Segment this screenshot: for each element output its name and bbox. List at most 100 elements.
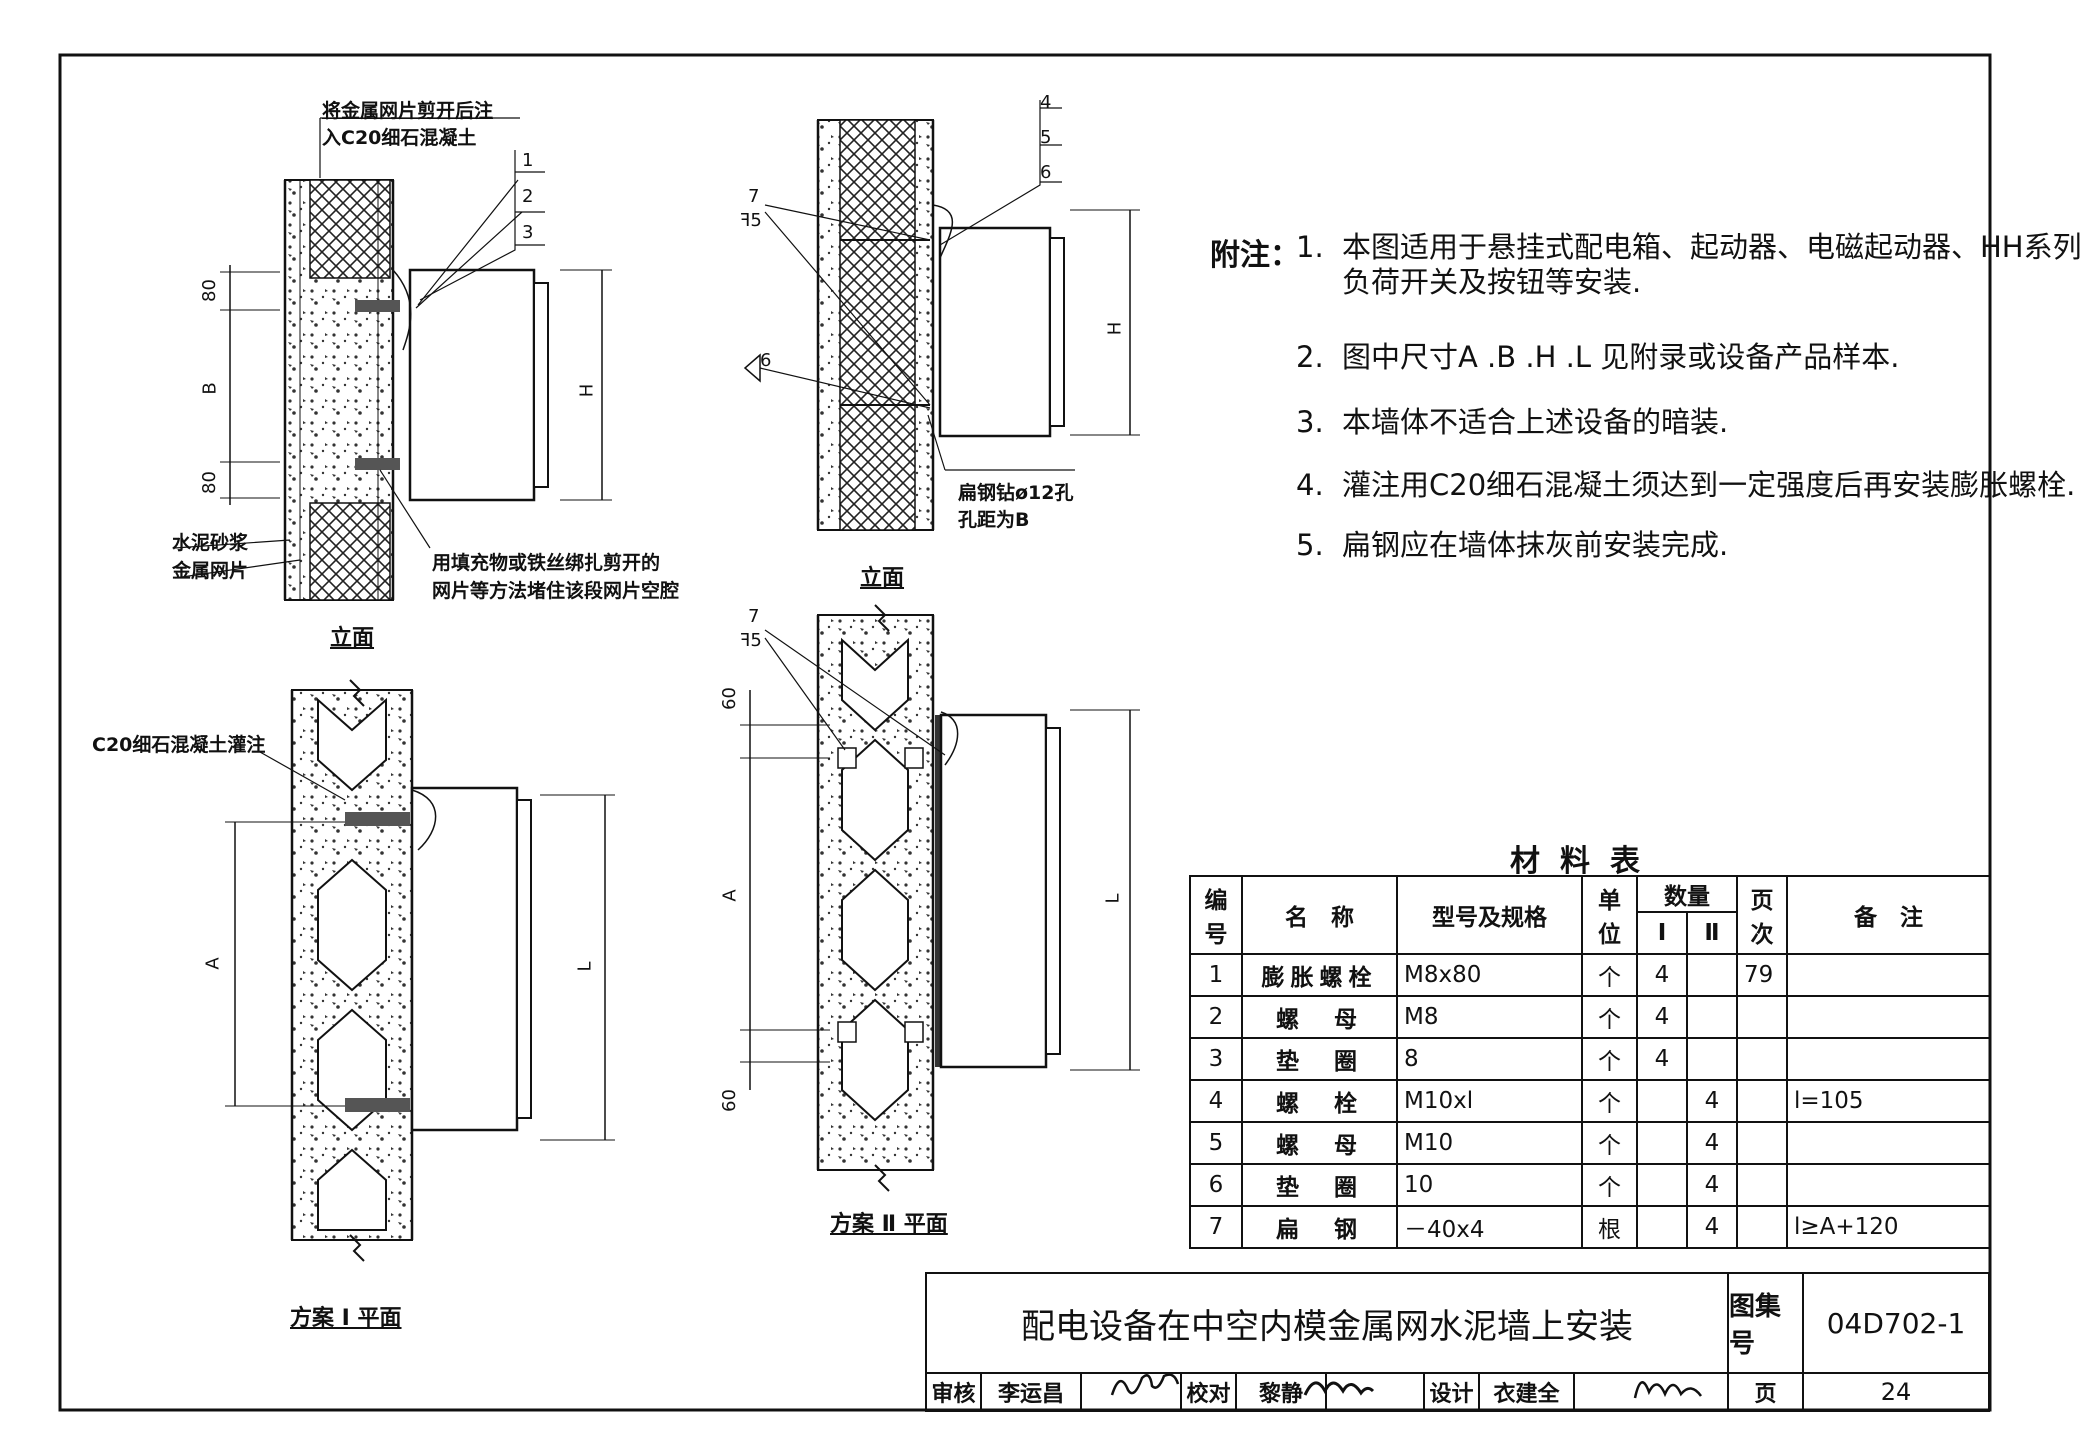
elevation-2-caption: 立面 [860, 566, 905, 591]
material-remark-cell [1786, 953, 1991, 997]
material-name-cell: 螺 母 [1241, 1121, 1398, 1165]
plan-2-dim-a: A [719, 889, 741, 902]
signature-reviewer [1110, 1373, 1180, 1396]
material-no-cell: 4 [1189, 1079, 1243, 1123]
material-name-cell: 螺 栓 [1241, 1079, 1398, 1123]
plan-1-dim-a: A [202, 957, 224, 970]
material-spec-cell: 10 [1396, 1163, 1583, 1207]
materials-subheader-row: Ⅰ Ⅱ [1190, 911, 1990, 955]
note-3-number: 3. [1296, 405, 1324, 439]
material-q1-cell [1636, 1205, 1688, 1249]
material-q1-cell [1636, 1079, 1688, 1123]
note-3: 3. 本墙体不适合上述设备的暗装. [1296, 405, 1728, 440]
elevation-2-leader-6: 6 [1040, 162, 1052, 183]
material-q2-cell: 4 [1686, 1079, 1738, 1123]
note-3-line-1: 本墙体不适合上述设备的暗装. [1342, 405, 1729, 439]
check-label: 校对 [1182, 1374, 1237, 1412]
header-qty-2: Ⅱ [1686, 911, 1738, 955]
elevation-1-label-mortar: 水泥砂浆 [172, 532, 249, 554]
materials-header-row: 编号 名 称 型号及规格 单位 数量 页次 备 注 [1189, 875, 1991, 955]
elevation-1-leader-3: 3 [522, 222, 534, 243]
reviewer-name: 李运昌 [982, 1374, 1082, 1412]
material-spec-cell: －40x4 [1396, 1205, 1583, 1249]
note-5: 5.扁钢应在墙体抹灰前安装完成. [1296, 528, 1728, 563]
material-spec-cell: M8 [1396, 995, 1583, 1039]
header-remark: 备 注 [1786, 875, 1991, 955]
elevation-2-tag-6: 6 [760, 350, 772, 371]
elevation-2-dim-h: H [1104, 321, 1126, 336]
elevation-1-leader-2: 2 [522, 186, 534, 207]
elevation-1-top-note-2: 入C20细石混凝土 [322, 127, 477, 149]
material-no-cell: 6 [1189, 1163, 1243, 1207]
plan-2-drawing [740, 604, 1140, 1192]
elevation-1-dim-b: B [199, 382, 221, 395]
note-4: 4.灌注用C20细石混凝土须达到一定强度后再安装膨胀螺栓. [1296, 468, 2075, 503]
material-q1-cell [1636, 1163, 1688, 1207]
elevation-2-note-1: 扁钢钻ø12孔 [958, 482, 1074, 504]
note-1-line-2: 负荷开关及按钮等安装. [1342, 264, 1642, 299]
plan-1-caption: 方案 Ⅰ 平面 [290, 1306, 402, 1331]
elevation-1-bottom-note-1: 用填充物或铁丝绑扎剪开的 [432, 552, 661, 574]
signature-designer [1633, 1381, 1703, 1399]
note-5-line-1: 扁钢应在墙体抹灰前安装完成. [1342, 528, 1729, 562]
material-unit-cell: 个 [1581, 1037, 1638, 1081]
plan-2-dim-l: L [1102, 893, 1124, 904]
material-page-cell [1736, 1121, 1788, 1165]
note-1-number: 1. [1296, 230, 1324, 264]
review-label: 审核 [927, 1374, 982, 1412]
note-2-number: 2. [1296, 340, 1324, 374]
material-q2-cell [1686, 1037, 1738, 1081]
material-no-cell: 1 [1189, 953, 1243, 997]
elevation-2-leader-5: 5 [1040, 127, 1052, 148]
material-name-cell: 垫 圈 [1241, 1163, 1398, 1207]
material-remark-cell: l≥A+120 [1786, 1205, 1991, 1249]
material-unit-cell: 个 [1581, 1121, 1638, 1165]
elevation-1-leader-1: 1 [522, 150, 534, 171]
material-remark-cell: l=105 [1786, 1079, 1991, 1123]
elevation-2-tag-7: 7 [748, 186, 760, 207]
material-spec-cell: 8 [1396, 1037, 1583, 1081]
designer-signature-box [1575, 1374, 1729, 1412]
designer-name: 衣建全 [1480, 1374, 1575, 1412]
material-unit-cell: 个 [1581, 1163, 1638, 1207]
material-q2-cell: 4 [1686, 1205, 1738, 1249]
material-q2-cell [1686, 995, 1738, 1039]
elevation-2-note-2: 孔距为B [958, 509, 1030, 531]
note-1-line-1: 本图适用于悬挂式配电箱、起动器、电磁起动器、HH系列 [1342, 230, 2082, 264]
material-no-cell: 2 [1189, 995, 1243, 1039]
material-remark-cell [1786, 1037, 1991, 1081]
header-no: 编号 [1189, 875, 1243, 955]
elevation-1-dim-bottom: 80 [198, 471, 220, 494]
material-q1-cell: 4 [1636, 953, 1688, 997]
elevation-2-tag-z5: ꟻ5 [740, 210, 762, 231]
material-page-cell: 79 [1736, 953, 1788, 997]
material-spec-cell: M10xl [1396, 1079, 1583, 1123]
material-remark-cell [1786, 1121, 1991, 1165]
plan-2-caption: 方案 Ⅱ 平面 [830, 1212, 948, 1237]
reviewer-signature-box [1082, 1374, 1182, 1412]
page-label: 页 [1729, 1374, 1804, 1412]
material-unit-cell: 个 [1581, 995, 1638, 1039]
elevation-2-leader-4: 4 [1040, 92, 1052, 113]
elevation-1-label-mesh: 金属网片 [172, 560, 249, 582]
material-q2-cell: 4 [1686, 1121, 1738, 1165]
material-q2-cell: 4 [1686, 1163, 1738, 1207]
design-label: 设计 [1425, 1374, 1480, 1412]
material-spec-cell: M8x80 [1396, 953, 1583, 997]
elevation-1-bottom-note-2: 网片等方法堵住该段网片空腔 [432, 580, 680, 602]
elevation-1-top-note-1: 将金属网片剪开后注 [322, 100, 494, 122]
material-unit-cell: 个 [1581, 953, 1638, 997]
header-qty: 数量 [1636, 875, 1738, 913]
material-name-cell: 垫 圈 [1241, 1037, 1398, 1081]
material-q2-cell [1686, 953, 1738, 997]
note-4-line-1: 灌注用C20细石混凝土须达到一定强度后再安装膨胀螺栓. [1342, 468, 2076, 502]
plan-2-tag-z5: ꟻ5 [740, 630, 762, 651]
material-unit-cell: 根 [1581, 1205, 1638, 1249]
header-name: 名 称 [1241, 875, 1398, 955]
